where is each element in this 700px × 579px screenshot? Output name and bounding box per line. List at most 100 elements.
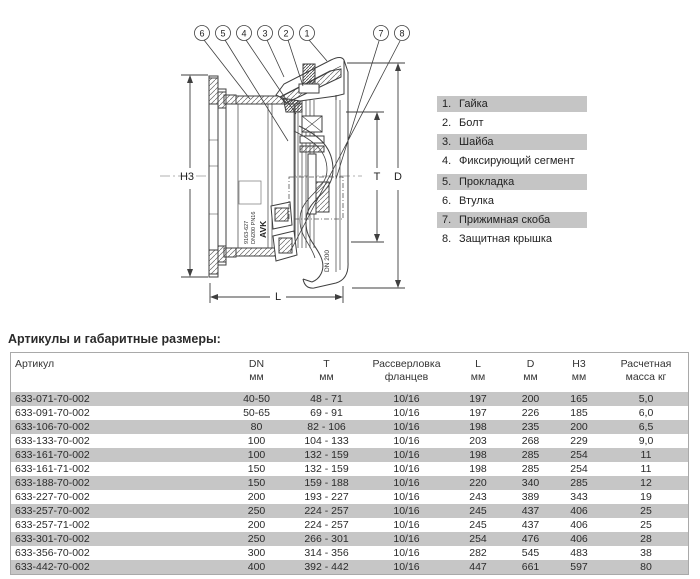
table-cell: 633-257-70-002: [15, 505, 90, 517]
callout-8: 8: [394, 25, 410, 41]
table-cell: 250: [247, 533, 266, 545]
table-cell: 314 - 356: [304, 547, 349, 559]
table-cell: 245: [469, 519, 487, 531]
table-cell: 165: [570, 393, 588, 405]
table-cell: 250: [247, 505, 266, 517]
table-cell: 10/16: [393, 421, 420, 433]
table-cell: 285: [521, 449, 540, 461]
table-cell: 633-161-71-002: [15, 463, 90, 475]
table-cell: 198: [469, 463, 487, 475]
table-cell: 200: [570, 421, 588, 433]
table-cell: 633-442-70-002: [15, 561, 90, 573]
dim-t-label: T: [374, 171, 381, 183]
column-header-units: [11, 371, 224, 384]
table-cell: 226: [521, 407, 540, 419]
table-cell: 633-257-71-002: [15, 519, 90, 531]
legend-item-label: Прижимная скоба: [459, 214, 551, 226]
legend-item-label: Болт: [459, 117, 484, 129]
table-cell: 28: [640, 533, 652, 545]
table-cell: 254: [570, 463, 588, 475]
column-header: Рассверловка: [372, 358, 441, 370]
column-header-units: мм: [523, 371, 538, 383]
legend-item: 2.Болт: [437, 115, 587, 131]
dim-d-label: D: [394, 171, 402, 183]
svg-text:2: 2: [283, 29, 288, 39]
legend-item-number: 8.: [442, 233, 452, 245]
legend-item: 7.Прижимная скоба: [437, 212, 587, 228]
table-cell: 100: [247, 449, 266, 461]
legend-item-label: Защитная крышка: [459, 233, 553, 245]
legend-item-number: 3.: [442, 136, 452, 148]
column-header: DN: [248, 358, 265, 370]
table-cell: 10/16: [393, 463, 420, 475]
table-cell: 300: [247, 547, 266, 559]
table-cell: 10/16: [393, 449, 420, 461]
svg-text:3: 3: [262, 29, 267, 39]
table-cell: 229: [570, 435, 588, 447]
table-cell: 268: [521, 435, 540, 447]
brand-logo: AVK: [258, 220, 268, 238]
legend-item-number: 4.: [442, 155, 452, 167]
table-cell: 400: [247, 561, 266, 573]
table-cell: 150: [247, 477, 266, 489]
table-cell: 198: [469, 421, 487, 433]
table-cell: 224 - 257: [304, 519, 349, 531]
table-cell: 661: [521, 561, 540, 573]
table-cell: 10/16: [393, 477, 420, 489]
body-spec-marking: DN200 PN16: [251, 212, 257, 244]
callouts: 6 5 4 3 2 1 7: [194, 25, 410, 253]
column-header: L: [475, 358, 481, 370]
table-cell: 406: [570, 533, 588, 545]
table-cell: 343: [570, 491, 588, 503]
table-cell: 437: [521, 505, 540, 517]
table-cell: 25: [640, 505, 652, 517]
clamp-lugs: [270, 201, 298, 262]
table-cell: 243: [469, 491, 487, 503]
legend-item-number: 5.: [442, 176, 452, 188]
table-cell: 10/16: [393, 519, 420, 531]
table-cell: 12: [640, 477, 652, 489]
table-cell: 11: [640, 449, 652, 461]
table-cell: 25: [640, 519, 652, 531]
dim-h3-label: H3: [180, 171, 194, 183]
table-cell: 38: [640, 547, 652, 559]
legend-item-label: Гайка: [459, 98, 488, 110]
table-cell: 266 - 301: [304, 533, 349, 545]
table-cell: 285: [521, 463, 540, 475]
table-cell: 633-227-70-002: [15, 491, 90, 503]
table-cell: 245: [469, 505, 487, 517]
table-cell: 10/16: [393, 407, 420, 419]
callout-7: 7: [373, 25, 389, 41]
legend-item-number: 1.: [442, 98, 452, 110]
detail-box: [288, 176, 344, 220]
table-cell: 200: [521, 393, 540, 405]
table-cell: 82 - 106: [307, 421, 346, 433]
table-cell: 282: [469, 547, 487, 559]
table-cell: 254: [469, 533, 487, 545]
bell-dn-marking: DN 200: [324, 250, 331, 272]
table-cell: 6,5: [638, 421, 654, 433]
table-cell: 10/16: [393, 547, 420, 559]
flange-section: [208, 75, 237, 278]
svg-text:6: 6: [199, 29, 204, 39]
cap-section: [275, 57, 345, 104]
table-cell: 389: [521, 491, 540, 503]
table-cell: 11: [640, 463, 652, 475]
table-cell: 483: [570, 547, 588, 559]
table-cell: 5,0: [638, 393, 654, 405]
svg-text:4: 4: [241, 29, 246, 39]
legend-item: 4.Фиксирующий сегмент: [437, 153, 587, 169]
